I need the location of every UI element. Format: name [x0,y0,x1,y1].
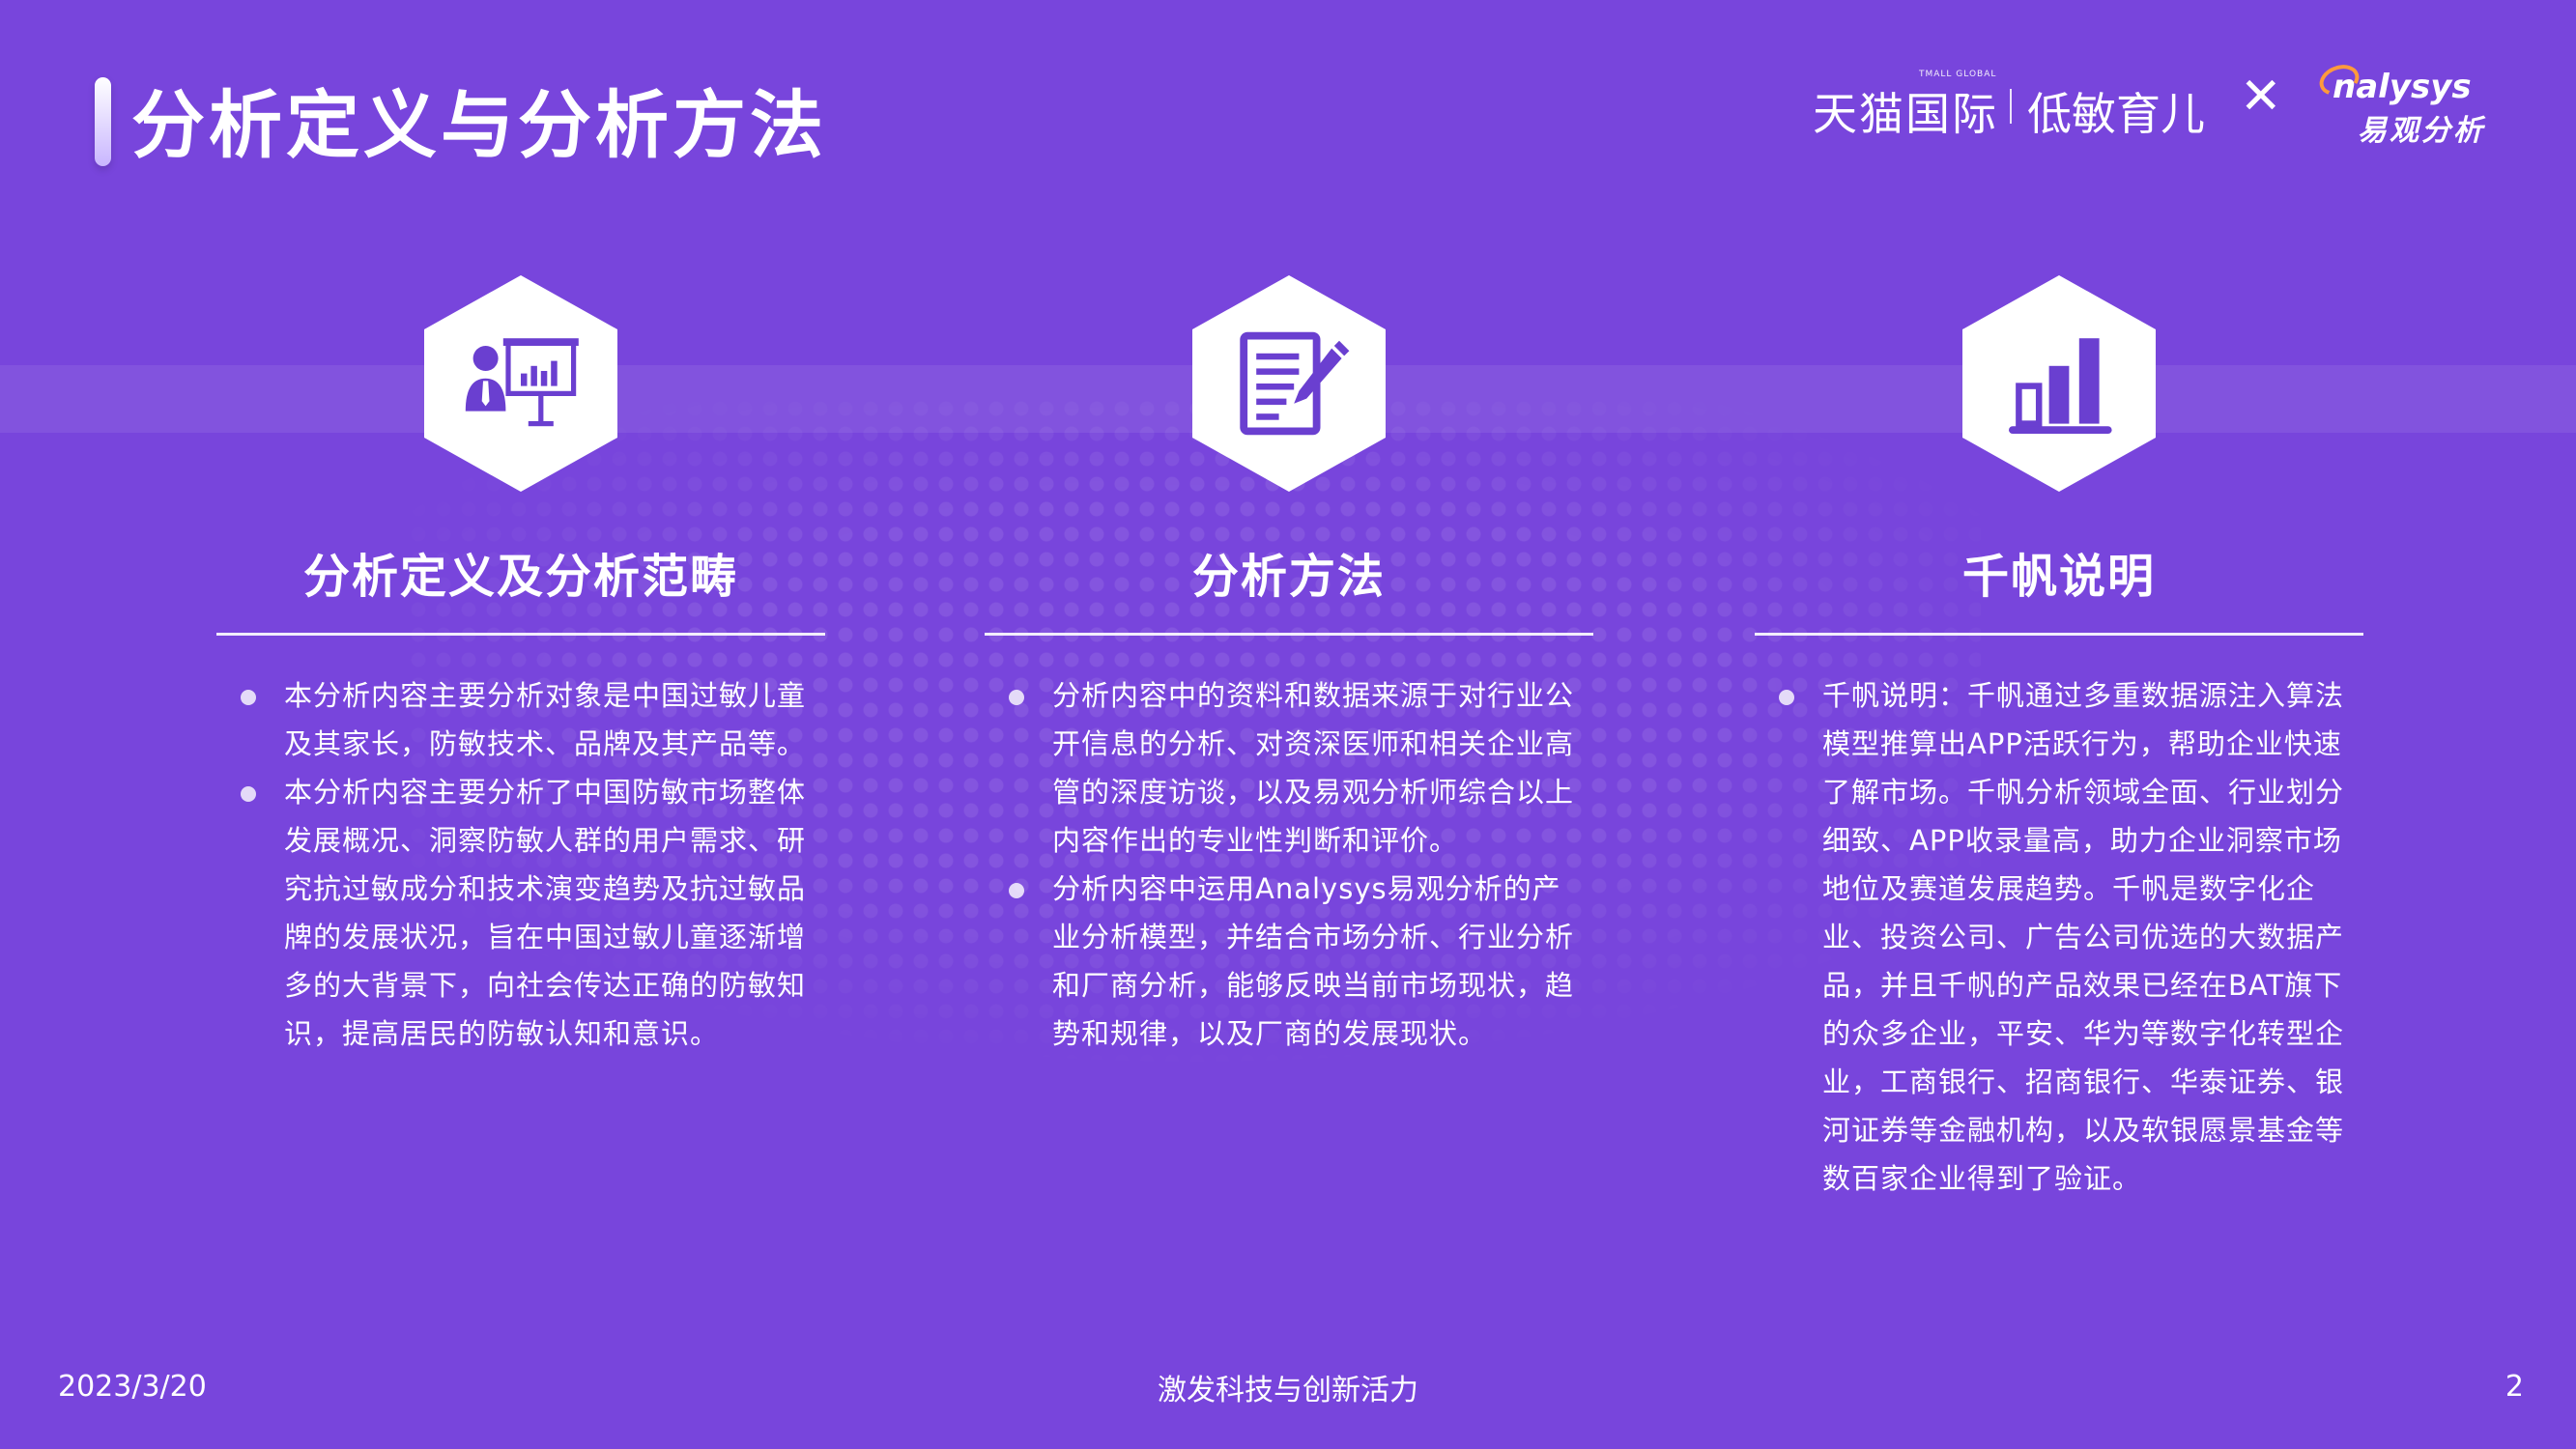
analysys-chinese-name: 易观分析 [2358,114,2485,148]
list-item: 分析内容中运用Analysys易观分析的产业分析模型，并结合市场分析、行业分析和… [1006,865,1586,1058]
collaboration-x-icon: ✕ [2240,68,2282,126]
analysys-logo: nalysys 易观分析 [2315,58,2512,148]
footer-date: 2023/3/20 [58,1370,207,1404]
tmall-global-text: 天猫国际 [1813,88,1998,140]
column-divider [1755,633,2363,636]
list-item: 本分析内容主要分析了中国防敏市场整体发展概况、洞察防敏人群的用户需求、研究抗过敏… [238,768,817,1058]
hexagon-badge [1192,275,1386,492]
title-accent-bar [95,77,111,166]
logo-divider [2010,89,2012,124]
column-title: 分析定义及分析范畴 [302,550,738,604]
list-item: 分析内容中的资料和数据来源于对行业公开信息的分析、对资深医师和相关企业高管的深度… [1006,671,1586,865]
list-item: 千帆说明：千帆通过多重数据源注入算法模型推算出APP活跃行为，帮助企业快速了解市… [1776,671,2356,1203]
bullet-list: 本分析内容主要分析对象是中国过敏儿童及其家长，防敏技术、品牌及其产品等。 本分析… [238,671,817,1058]
column-divider [216,633,825,636]
column-title: 千帆说明 [1961,550,2156,604]
column-title: 分析方法 [1191,550,1386,604]
tmall-global-subtext: TMALL GLOBAL [1919,70,1997,79]
page-number: 2 [2504,1370,2524,1404]
bullet-list: 千帆说明：千帆通过多重数据源注入算法模型推算出APP活跃行为，帮助企业快速了解市… [1776,671,2356,1203]
presentation-icon [465,338,579,427]
column-divider [985,633,1593,636]
tmall-global-logo: TMALL GLOBAL 天猫国际 低敏育儿 [1813,70,2218,140]
list-item: 本分析内容主要分析对象是中国过敏儿童及其家长，防敏技术、品牌及其产品等。 [238,671,817,768]
footer-slogan: 激发科技与创新活力 [1158,1374,1418,1407]
low-allergy-parenting-text: 低敏育儿 [2027,88,2205,140]
bar-chart-icon [2009,338,2112,434]
bullet-list: 分析内容中的资料和数据来源于对行业公开信息的分析、对资深医师和相关企业高管的深度… [1006,671,1586,1058]
world-map-background [406,396,1981,1072]
document-edit-icon [1240,331,1350,436]
hexagon-badge [1962,275,2156,492]
analysys-wordmark: nalysys [2333,68,2472,106]
page-title: 分析定义与分析方法 [131,82,827,168]
